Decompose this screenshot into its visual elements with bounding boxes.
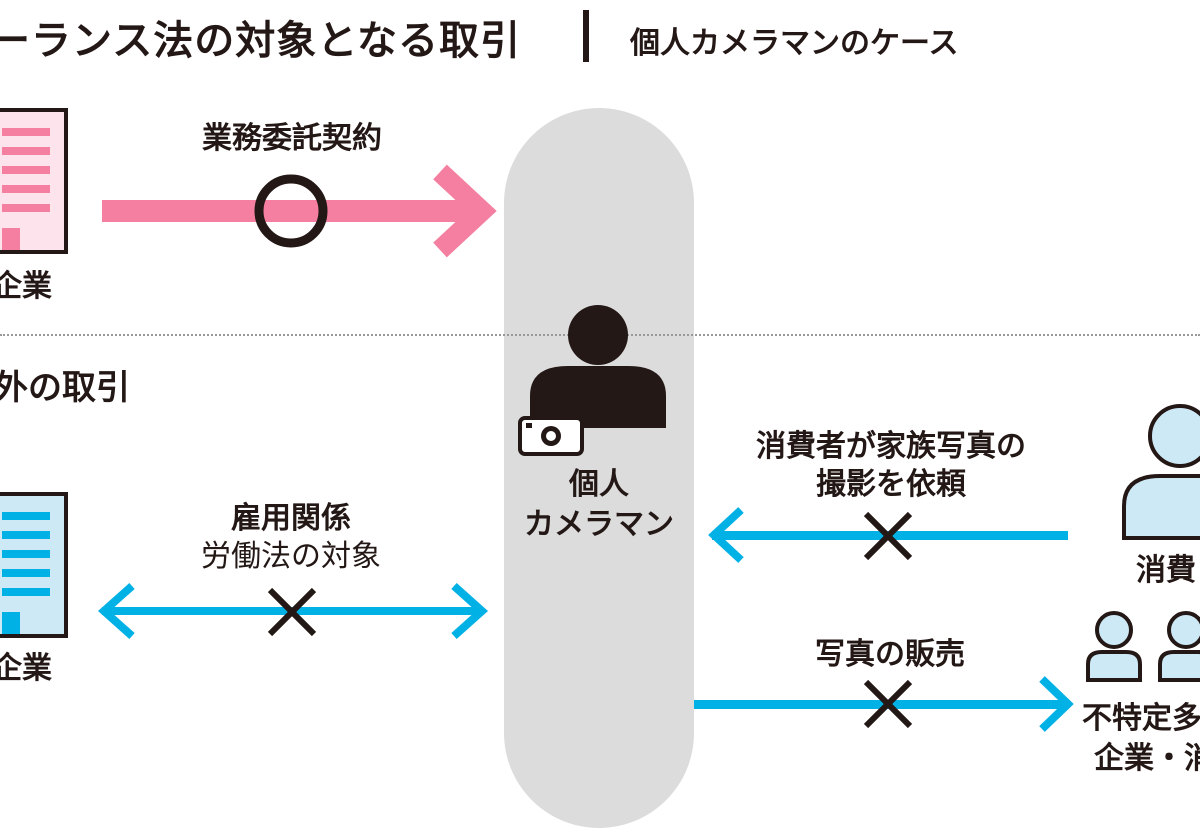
page-title: ーランス法の対象となる取引: [0, 18, 521, 64]
company-top-label: 企業: [0, 269, 52, 304]
employment-sublabel: 労働法の対象: [201, 539, 381, 574]
photographer-label-line1: 個人: [569, 467, 629, 502]
company-top-building-icon: [0, 108, 68, 254]
photographer-label-line2: カメラマン: [524, 507, 674, 542]
public-label-line2: 企業・消: [1094, 741, 1200, 776]
photographer-pill: [504, 108, 694, 828]
company-bottom-building-icon: [0, 492, 68, 638]
section-title-outside: 外の取引: [0, 368, 130, 408]
circle-mark-icon: [254, 174, 328, 248]
consumer-icon: [1122, 404, 1200, 540]
photographer-icon: [530, 305, 666, 428]
title-divider: [583, 10, 589, 62]
request-label-line1: 消費者が家族写真の: [756, 429, 1026, 464]
sale-arrow: [694, 676, 1074, 732]
cross-mark-sale-icon: [863, 679, 913, 729]
contract-arrow: [102, 164, 497, 258]
public-label-line1: 不特定多: [1082, 701, 1200, 736]
public-group-icon: [1086, 611, 1200, 682]
sale-label: 写真の販売: [815, 637, 965, 672]
contract-label: 業務委託契約: [202, 121, 382, 156]
consumer-label: 消費: [1136, 553, 1196, 588]
cross-mark-employment-icon: [267, 587, 317, 637]
employment-label: 雇用関係: [231, 501, 351, 536]
request-label-line2: 撮影を依頼: [816, 467, 966, 502]
cross-mark-request-icon: [863, 511, 913, 561]
diagram-graphics: [0, 108, 1200, 732]
company-bottom-label: 企業: [0, 651, 52, 686]
page-subtitle: 個人カメラマンのケース: [630, 26, 959, 61]
camera-icon: [518, 410, 584, 456]
